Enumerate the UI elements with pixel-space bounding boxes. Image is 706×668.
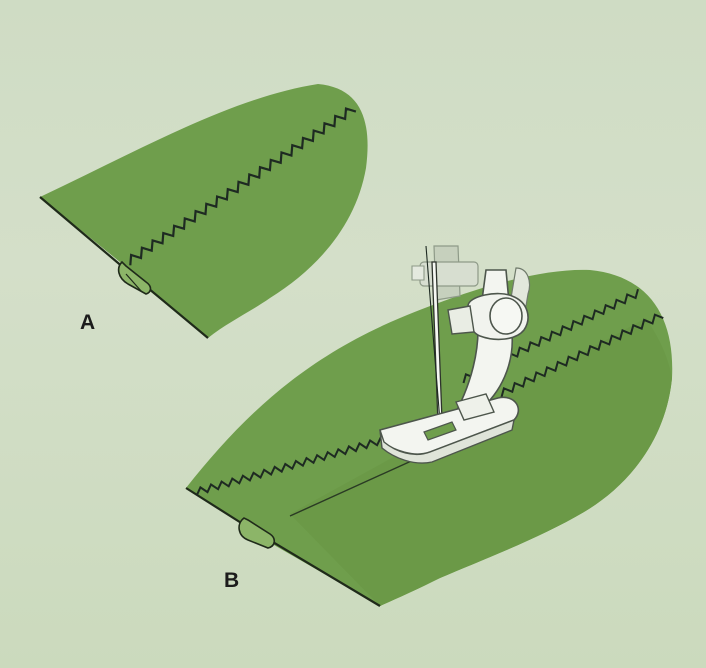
thumb-screw-head xyxy=(489,297,523,335)
label-b: B xyxy=(224,569,239,592)
clamp-screw xyxy=(411,265,425,281)
figure-a xyxy=(39,84,368,339)
fabric-b-upper-layer xyxy=(290,318,672,606)
needle-opening xyxy=(423,421,457,441)
fabric-a xyxy=(40,84,368,338)
presser-foot-heel xyxy=(455,393,495,421)
fabric-a-fold-line xyxy=(125,273,143,293)
fabric-a-fold-flap xyxy=(117,260,152,295)
upper-thread xyxy=(425,245,441,423)
zigzag-seam-a xyxy=(129,107,357,266)
label-a: A xyxy=(80,311,95,334)
zigzag-seam-b-lower xyxy=(500,313,664,398)
presser-foot-toe xyxy=(379,418,515,464)
presser-foot-assembly xyxy=(379,245,531,464)
fabric-b-fold-flap xyxy=(238,517,276,549)
thumb-screw-shaft xyxy=(447,305,475,335)
